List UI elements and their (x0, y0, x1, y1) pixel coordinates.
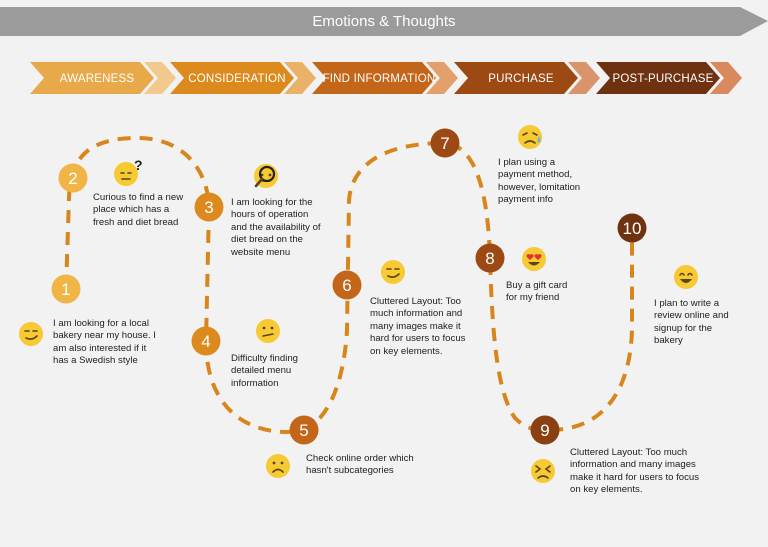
step-8-text: Buy a gift card for my friend (506, 280, 568, 304)
step-1-text: I am looking for a local bakery near my … (53, 318, 156, 367)
stage-chevron (170, 62, 294, 94)
step-5-text: Check online order which hasn't subcateg… (306, 453, 414, 477)
step-marker-10: 10 (617, 213, 647, 243)
step-number: 7 (440, 134, 449, 153)
step-number: 6 (342, 276, 351, 295)
step-marker-7: 7 (430, 128, 460, 158)
stage-tail (710, 62, 742, 94)
thinking-emoji: ? (114, 157, 143, 186)
step-marker-5: 5 (289, 415, 319, 445)
stage-label: POST-PURCHASE (612, 73, 713, 85)
stage-2: CONSIDERATION (170, 62, 316, 94)
step-4-text: Difficulty finding detailed menu informa… (231, 353, 299, 389)
emoji-face (266, 454, 290, 478)
emoji-face (114, 162, 138, 186)
step-number: 5 (299, 421, 308, 440)
banner-title: Emotions & Thoughts (312, 13, 455, 30)
step-marker-6: 6 (332, 270, 362, 300)
sweat-emoji (518, 125, 542, 149)
step-circle (617, 213, 647, 243)
emoji-face (522, 247, 546, 271)
smirk-emoji (381, 260, 405, 284)
step-number: 8 (485, 249, 494, 268)
step-circle (289, 415, 319, 445)
stage-bar: AWARENESS CONSIDERATION FIND INFORMATION PU… (30, 62, 742, 94)
step-marker-9: 9 (530, 415, 560, 445)
smirk-emoji (19, 322, 43, 346)
step-marker-8: 8 (475, 243, 505, 273)
step-marker-3: 3 (194, 192, 224, 222)
stage-chevron (312, 62, 436, 94)
stage-1: AWARENESS (30, 62, 176, 94)
step-number: 4 (201, 332, 210, 351)
step-circle (530, 415, 560, 445)
stage-4: PURCHASE (454, 62, 600, 94)
stage-label: CONSIDERATION (188, 73, 286, 85)
step-number: 3 (204, 198, 213, 217)
step-circle (430, 128, 460, 158)
stage-tail (568, 62, 600, 94)
step-number: 1 (61, 280, 70, 299)
searching-emoji (254, 164, 278, 188)
emoji-face (531, 459, 555, 483)
squint-emoji (531, 459, 555, 483)
stage-chevron (30, 62, 154, 94)
banner: Emotions & Thoughts (0, 7, 768, 36)
step-circle (475, 243, 505, 273)
step-marker-1: 1 (51, 274, 81, 304)
stage-tail (284, 62, 316, 94)
step-circle (51, 274, 81, 304)
stage-tail (426, 62, 458, 94)
step-markers: 1 2 3 4 5 6 7 8 9 10 (51, 128, 647, 445)
step-10-text: I plan to write a review online and sign… (654, 298, 729, 347)
emoji-face (674, 265, 698, 289)
stage-label: FIND INFORMATION (323, 73, 436, 85)
emoji-face (256, 319, 280, 343)
stage-tail (144, 62, 176, 94)
banner-arrow (0, 7, 768, 36)
step-3-text: I am looking for the hours of operation … (231, 197, 321, 258)
emoji-face (518, 125, 542, 149)
stage-label: AWARENESS (60, 73, 135, 85)
emoji-face (381, 260, 405, 284)
stage-chevron (596, 62, 720, 94)
step-circle (332, 270, 362, 300)
stage-3: FIND INFORMATION (312, 62, 458, 94)
heart-eyes-emoji (522, 247, 546, 271)
step-circle (194, 192, 224, 222)
stage-chevron (454, 62, 578, 94)
step-7-text: I plan using a payment method, however, … (498, 157, 581, 206)
step-marker-2: 2 (58, 163, 88, 193)
step-circle (191, 326, 221, 356)
step-number: 9 (540, 421, 549, 440)
step-number: 2 (68, 169, 77, 188)
emojis: ? (19, 125, 698, 483)
svg-text:?: ? (134, 157, 143, 173)
frown-emoji (266, 454, 290, 478)
uncertain-emoji (256, 319, 280, 343)
step-2-text: Curious to find a new place which has a … (93, 192, 184, 228)
happy-emoji (674, 265, 698, 289)
step-circle (58, 163, 88, 193)
stage-label: PURCHASE (488, 73, 554, 85)
step-9-text: Cluttered Layout: Too much information a… (570, 447, 700, 496)
emoji-face (19, 322, 43, 346)
stage-5: POST-PURCHASE (596, 62, 742, 94)
step-number: 10 (623, 219, 642, 238)
step-marker-4: 4 (191, 326, 221, 356)
step-6-text: Cluttered Layout: Too much information a… (370, 296, 466, 357)
